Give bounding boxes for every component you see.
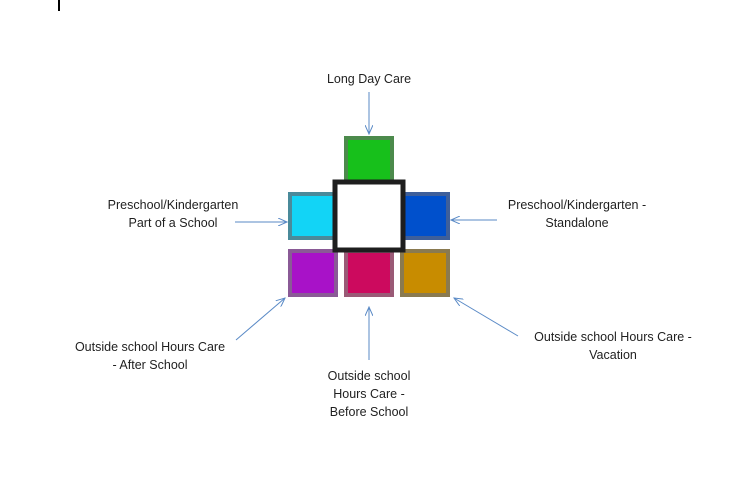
label-preschool-school: Preschool/Kindergarten Part of a School — [107, 198, 239, 230]
label-long-day-care: Long Day Care — [326, 72, 412, 86]
oshc-before-square — [344, 249, 394, 297]
arrow-oshc-after — [235, 298, 285, 341]
preschool-standalone-square — [400, 192, 450, 240]
label-oshc-after: Outside school Hours Care - After School — [74, 340, 226, 372]
label-oshc-vacation: Outside school Hours Care - Vacation — [534, 330, 692, 362]
center-square — [332, 179, 406, 253]
text-cursor — [58, 0, 60, 11]
arrow-oshc-vacation — [454, 298, 519, 337]
oshc-after-square — [288, 249, 338, 297]
long-day-care-square — [344, 136, 394, 184]
label-preschool-standalone: Preschool/Kindergarten - Standalone — [507, 198, 647, 230]
label-oshc-before: Outside school Hours Care - Before Schoo… — [327, 369, 411, 419]
oshc-vacation-square — [400, 249, 450, 297]
preschool-school-square — [288, 192, 338, 240]
